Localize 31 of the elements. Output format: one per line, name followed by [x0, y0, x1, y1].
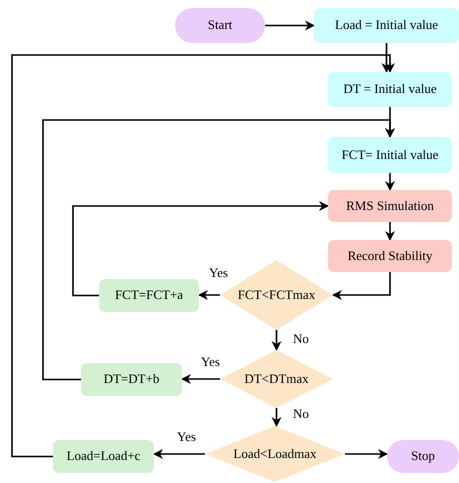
- arrow: [332, 272, 391, 300]
- arrow: [72, 201, 329, 296]
- arrow: [385, 222, 395, 241]
- arrow: [153, 449, 205, 459]
- edge-label: Yes: [208, 266, 229, 279]
- process-box: FCT= Initial value: [328, 137, 452, 173]
- terminal-pill: Stop: [387, 440, 459, 473]
- terminal-pill: Start: [175, 8, 265, 43]
- arrow: [385, 173, 395, 191]
- edge-label: Yes: [176, 430, 197, 443]
- process-box: DT=DT+b: [81, 363, 182, 396]
- process-box: Load = Initial value: [314, 8, 459, 43]
- arrow: [272, 330, 282, 351]
- arrow: [198, 290, 220, 300]
- edge-label: Yes: [200, 355, 221, 368]
- decision-diamond: Load<Loadmax: [205, 426, 345, 482]
- arrow: [11, 54, 395, 458]
- arrow: [382, 43, 392, 73]
- process-box: Record Stability: [328, 240, 452, 272]
- arrow: [345, 449, 388, 459]
- process-box: Load=Load+c: [53, 440, 154, 473]
- decision-diamond: DT<DTmax: [220, 350, 333, 408]
- edge-label: No: [292, 407, 310, 420]
- process-box: RMS Simulation: [328, 190, 452, 222]
- arrow: [42, 119, 395, 380]
- process-box: DT = Initial value: [328, 72, 452, 107]
- arrow: [181, 374, 220, 384]
- process-box: FCT=FCT+a: [99, 279, 199, 312]
- arrow: [272, 408, 282, 427]
- arrow: [265, 20, 315, 30]
- edge-label: No: [292, 332, 310, 345]
